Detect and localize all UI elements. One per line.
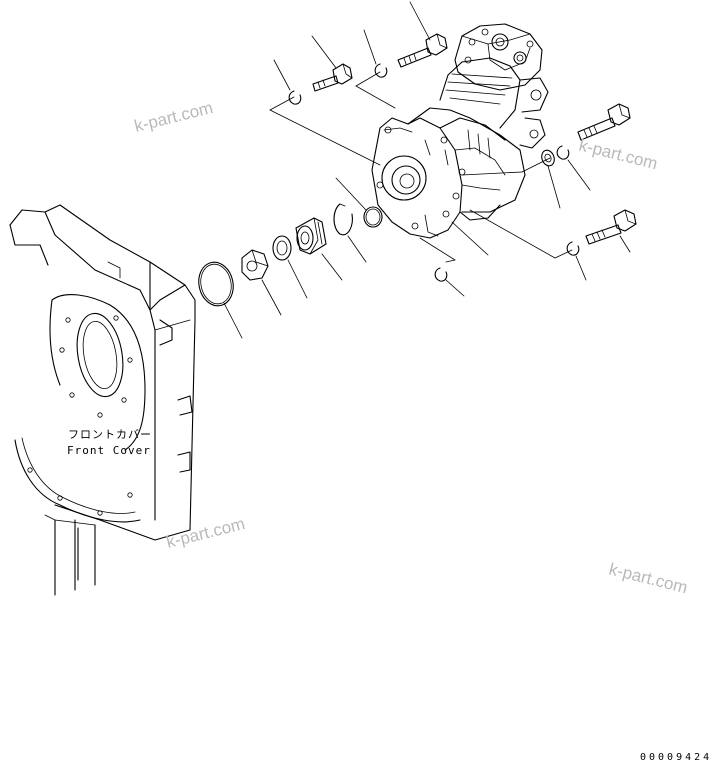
air-compressor: [371, 23, 549, 256]
front-cover-label-jp: フロントカバー: [68, 428, 152, 441]
watermark: k-part.com: [577, 135, 660, 173]
bolt: [577, 103, 631, 141]
snap-ring: [333, 203, 367, 263]
watermark: k-part.com: [164, 514, 247, 552]
watermark: k-part.com: [607, 559, 690, 597]
front-cover-label-en: Front Cover: [67, 444, 151, 457]
bolt: [311, 35, 353, 92]
washer: [272, 235, 308, 299]
leader-lines: [269, 71, 573, 263]
small-o-ring: [335, 177, 383, 228]
nut: [241, 249, 282, 316]
front-cover: フロントカバー Front Cover: [9, 204, 196, 596]
washer: [541, 149, 561, 209]
washer: [556, 145, 591, 191]
o-ring: [198, 261, 243, 339]
watermark: k-part.com: [132, 98, 215, 136]
bolt: [585, 209, 637, 253]
plug: [434, 267, 465, 297]
washer: [363, 29, 388, 78]
washer: [566, 241, 587, 281]
bearing: [295, 217, 343, 281]
illustration-code: 00009424: [640, 752, 712, 763]
bolt: [397, 1, 448, 68]
washer: [273, 59, 302, 105]
